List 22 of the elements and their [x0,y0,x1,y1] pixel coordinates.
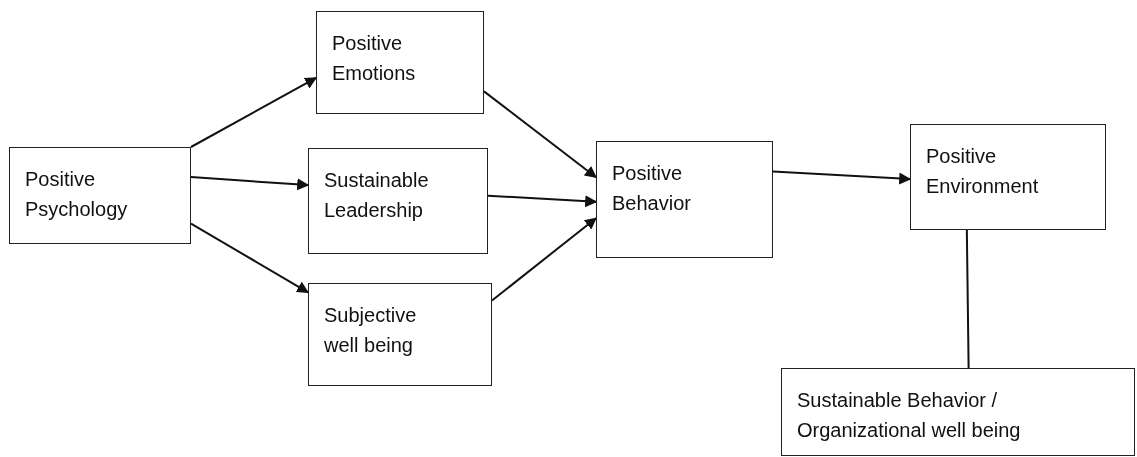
box-label: Positive Behavior [612,161,692,216]
process-box [316,11,484,114]
process-box [308,148,488,254]
box-label: Positive Environment [926,144,1040,199]
box-label: Sustainable Leadership [324,168,430,223]
arrow [487,194,598,208]
arrow [190,176,310,191]
process-box [308,283,492,386]
arrow [483,90,597,179]
process-box [9,147,191,244]
arrow [772,170,912,185]
box-label: Sustainable Behavior / Organizational well being [797,388,1022,443]
box-label: Positive Psychology [25,167,129,222]
process-box [910,124,1106,230]
arrow [491,217,597,302]
box-label: Subjective well being [324,303,418,358]
process-box [596,141,773,258]
process-box [781,368,1135,456]
box-label: Positive Emotions [332,31,417,86]
arrow [190,76,318,148]
connector-line [965,229,970,369]
arrow [190,222,310,294]
